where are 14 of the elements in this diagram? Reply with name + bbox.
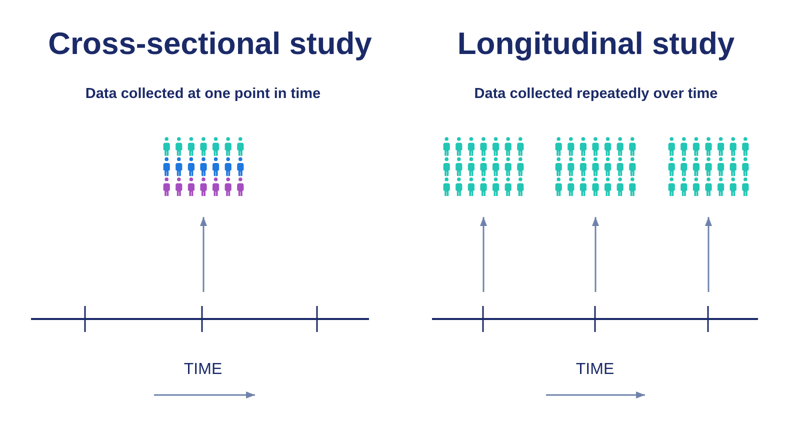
people-group-icon [443, 137, 524, 196]
people-group-icon [668, 137, 749, 196]
arrow [200, 217, 207, 292]
axis-label: TIME [184, 361, 222, 379]
arrow [705, 217, 712, 292]
arrow [480, 217, 487, 292]
people-group-icon [163, 137, 244, 196]
axis-label: TIME [576, 361, 614, 379]
panel-subtitle: Data collected repeatedly over time [474, 86, 718, 102]
panel-title: Cross-sectional study [48, 26, 372, 62]
panel-title: Longitudinal study [457, 26, 735, 62]
panel-subtitle: Data collected at one point in time [85, 86, 321, 102]
arrow [592, 217, 599, 292]
people-group-icon [555, 137, 636, 196]
